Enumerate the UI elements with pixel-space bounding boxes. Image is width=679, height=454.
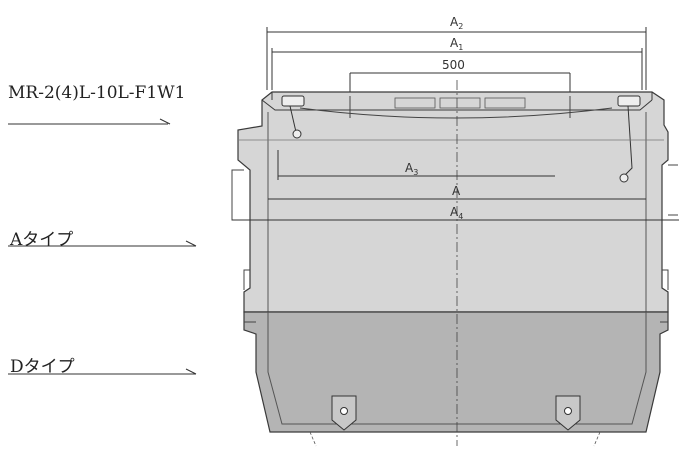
lower-body-shape	[243, 311, 669, 433]
model-callout: MR-2(4)L-10L-F1W1	[8, 83, 186, 103]
type-d-callout: Dタイプ	[10, 357, 75, 377]
label-a1: A1	[450, 36, 463, 52]
label-a4: A4	[450, 205, 463, 221]
label-a: A	[452, 184, 461, 198]
foot-left-icon	[331, 395, 357, 431]
callout-leaders	[8, 118, 197, 375]
label-a2: A2	[450, 15, 463, 31]
tank-lower-section	[243, 311, 669, 447]
label-500: 500	[442, 58, 465, 72]
hinge-right-icon	[617, 95, 641, 183]
foot-right-icon	[555, 395, 581, 431]
type-a-callout: Aタイプ	[10, 230, 74, 250]
label-a3: A3	[405, 161, 418, 177]
inner-dimension-lines	[232, 139, 679, 221]
upper-body-shape	[237, 91, 669, 313]
tank-upper-section	[231, 91, 678, 313]
dimension-lines	[266, 27, 647, 92]
hinge-left-icon	[281, 95, 305, 139]
